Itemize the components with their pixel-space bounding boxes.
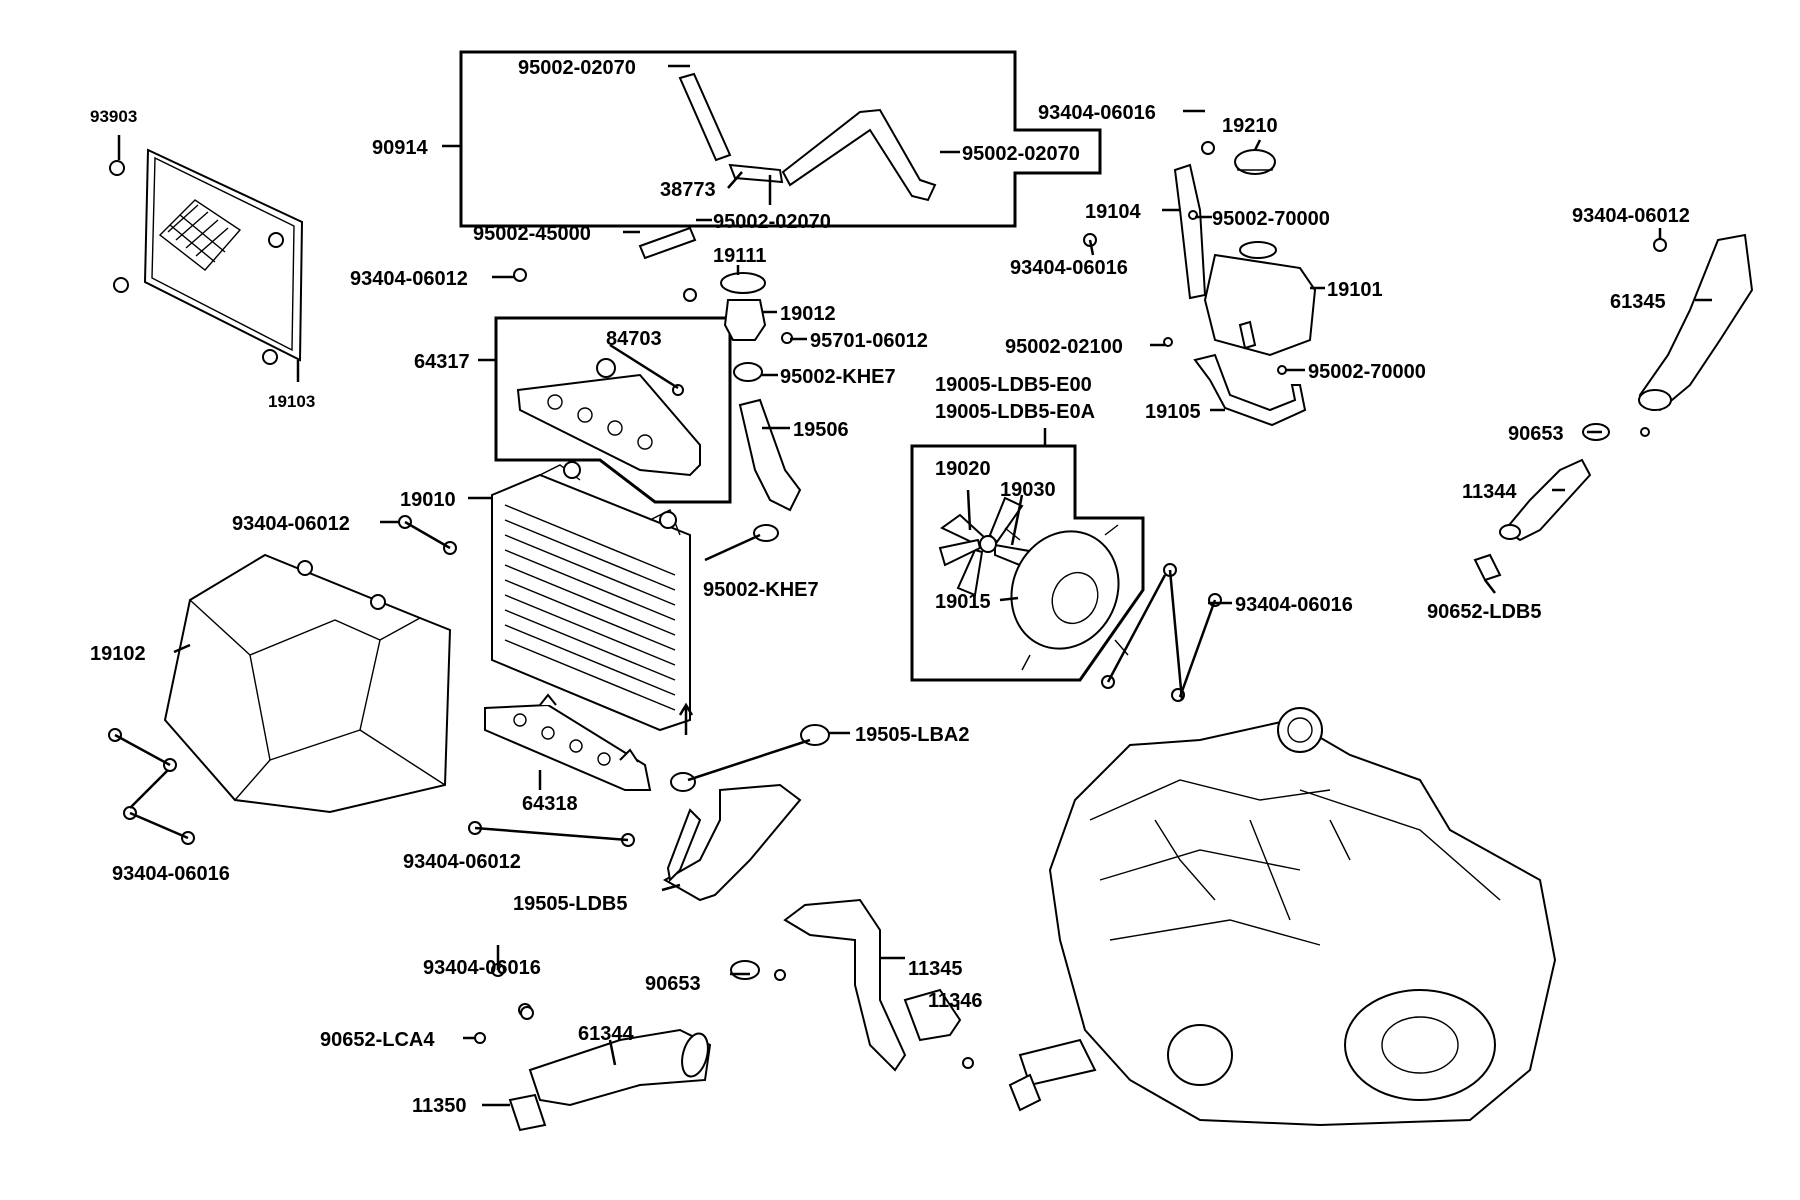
label-61345: 61345	[1610, 291, 1666, 313]
label-61344: 61344	[578, 1023, 634, 1045]
label-93903: 93903	[90, 107, 137, 126]
engine-illustration	[1008, 707, 1557, 1127]
label-90652-ldb5: 90652-LDB5	[1427, 601, 1542, 623]
label-19020: 19020	[935, 458, 991, 480]
label-95002-khe7-bottom: 95002-KHE7	[703, 579, 819, 601]
radiator-screen-19103	[109, 148, 304, 365]
label-95002-70000-bottom: 95002-70000	[1308, 361, 1426, 383]
cap-19210	[1234, 149, 1276, 175]
label-19005-ldb5-e0a: 19005-LDB5-E0A	[935, 401, 1095, 423]
label-93404-06016-reservoir: 93404-06016	[1010, 257, 1128, 279]
label-95701-06012: 95701-06012	[810, 330, 928, 352]
label-19210: 19210	[1222, 115, 1278, 137]
label-19506: 19506	[793, 419, 849, 441]
label-93404-06012-shroud: 93404-06012	[232, 513, 350, 535]
label-90653-top: 90653	[1508, 423, 1564, 445]
bracket-64318	[484, 693, 652, 791]
fan-shroud-19102	[163, 553, 452, 814]
label-19104: 19104	[1085, 201, 1141, 223]
duct-61344	[508, 1003, 712, 1132]
label-11345: 11345	[908, 958, 963, 980]
hose-19505-ldb5	[662, 724, 830, 902]
label-19505-ldb5: 19505-LDB5	[513, 893, 628, 915]
label-95002-02070-top: 95002-02070	[518, 57, 636, 79]
label-38773: 38773	[660, 179, 716, 201]
label-93404-06012-bottom: 93404-06012	[403, 851, 521, 873]
reservoir-19101	[1173, 163, 1317, 427]
part-labels: 93903 19103 90914 95002-02070 95002-0207…	[90, 57, 1690, 1117]
label-19505-lba2: 19505-LBA2	[855, 724, 970, 746]
hose-19506	[733, 362, 802, 542]
label-90653-bottom: 90653	[645, 973, 701, 995]
group-box-90914	[459, 50, 1102, 228]
label-11344: 11344	[1462, 481, 1517, 503]
duct-61345	[1473, 233, 1754, 582]
label-19010: 19010	[400, 489, 456, 511]
label-11350: 11350	[412, 1095, 467, 1117]
label-19015: 19015	[935, 591, 991, 613]
label-64318: 64318	[522, 793, 578, 815]
label-93404-06016-bottom: 93404-06016	[423, 957, 541, 979]
label-95002-70000-top: 95002-70000	[1212, 208, 1330, 230]
thermostat-19012	[720, 272, 793, 344]
label-64317: 64317	[414, 351, 470, 373]
label-19111: 19111	[713, 245, 766, 267]
label-90914: 90914	[372, 137, 428, 159]
label-95002-02100: 95002-02100	[1005, 336, 1123, 358]
label-11346: 11346	[928, 990, 983, 1012]
label-19101: 19101	[1327, 279, 1383, 301]
label-93404-06016-fan: 93404-06016	[1235, 594, 1353, 616]
label-19030: 19030	[1000, 479, 1056, 501]
radiator-19010	[491, 461, 691, 732]
label-93404-06012-left: 93404-06012	[350, 268, 468, 290]
group-box-19005	[910, 444, 1145, 682]
hose-assembly-90914	[638, 72, 937, 260]
hose-11345	[730, 898, 962, 1072]
bracket-64317	[516, 358, 701, 477]
leader-lines	[114, 64, 1712, 1107]
label-90652-lca4: 90652-LCA4	[320, 1029, 435, 1051]
label-19105: 19105	[1145, 401, 1201, 423]
label-84703: 84703	[606, 328, 662, 350]
fan-assembly-19015	[938, 496, 1129, 671]
label-19103: 19103	[268, 392, 315, 411]
label-95002-02070-right: 95002-02070	[962, 143, 1080, 165]
label-95002-khe7-top: 95002-KHE7	[780, 366, 896, 388]
label-93404-06012-right: 93404-06012	[1572, 205, 1690, 227]
label-93404-06016-left: 93404-06016	[112, 863, 230, 885]
label-95002-45000: 95002-45000	[473, 223, 591, 245]
label-19012: 19012	[780, 303, 836, 325]
label-95002-02070-bottom: 95002-02070	[713, 211, 831, 233]
label-19005-ldb5-e00: 19005-LDB5-E00	[935, 374, 1092, 396]
label-19102: 19102	[90, 643, 146, 665]
label-93404-06016-top: 93404-06016	[1038, 102, 1156, 124]
